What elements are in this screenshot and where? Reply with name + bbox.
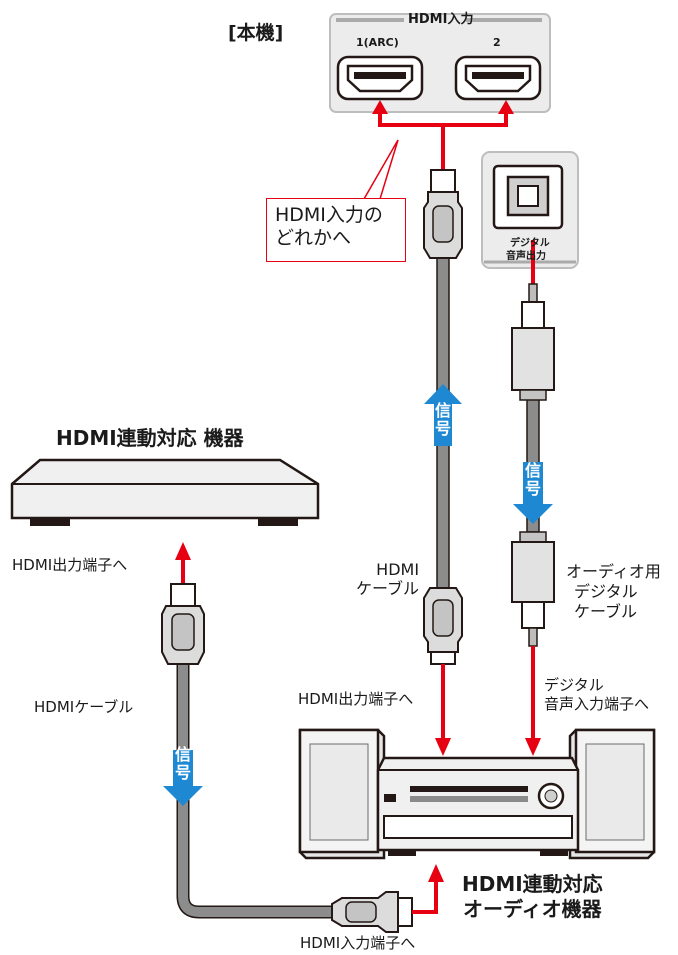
arrow-to-device-output-head (175, 542, 191, 560)
audio-digital-in-line-2: 音声入力端子へ (544, 694, 650, 713)
port-1-label: 1(ARC) (356, 36, 399, 49)
right-speaker (568, 728, 656, 860)
digital-out-label-1: デジタル (510, 238, 550, 249)
signal-label-left: 信 号 (172, 745, 194, 783)
hdmi-device-box (10, 458, 320, 526)
hdmi-cable-left-label: HDMIケーブル (34, 698, 134, 716)
arrow-hdmi-in-path (412, 882, 438, 914)
signal-label-up-2: 号 (434, 419, 451, 439)
callout-line-1: HDMI入力の (275, 204, 383, 226)
callout-hdmi-any: HDMI入力の どれかへ (266, 198, 406, 262)
hdmi-cable-center-line-1: HDMI (376, 560, 420, 579)
arrow-to-port1 (372, 100, 388, 114)
arrow-digital-in-head (525, 738, 541, 756)
port-choice-bracket (378, 114, 508, 170)
optical-cable-line-2: デジタル (574, 582, 638, 601)
signal-label-down: 信 号 (522, 461, 544, 499)
audio-device-title-2: オーディオ機器 (463, 897, 602, 921)
signal-label-down-2: 号 (524, 479, 541, 499)
signal-label-left-1: 信 (174, 745, 191, 764)
left-speaker (298, 728, 386, 860)
audio-receiver (376, 756, 580, 856)
optical-cable-line-3: ケーブル (574, 602, 638, 621)
signal-arrow-down-left (163, 750, 203, 806)
main-unit-label: [本機] (228, 22, 284, 44)
signal-arrow-up (424, 384, 462, 446)
audio-hdmi-output-label: HDMI出力端子へ (298, 690, 414, 708)
hdmi-port-1 (336, 55, 424, 101)
callout-line-2: どれかへ (275, 227, 352, 250)
digital-out-label-2: 音声出力 (506, 251, 546, 262)
hdmi-device-title: HDMI連動対応 機器 (56, 426, 244, 450)
signal-label-left-2: 号 (174, 763, 191, 783)
audio-digital-in-line-1: デジタル (544, 676, 604, 694)
optical-cable (511, 240, 555, 647)
callout-pointer (363, 139, 399, 200)
arrow-hdmi-out-head (435, 738, 451, 756)
signal-arrow-down (513, 462, 553, 524)
port-2-label: 2 (493, 36, 501, 49)
digital-audio-out-panel (481, 151, 579, 269)
hdmi-device-output-label: HDMI出力端子へ (12, 556, 128, 574)
hdmi-input-label: HDMI入力 (408, 12, 474, 27)
signal-label-up: 信 号 (432, 401, 454, 439)
arrow-to-port2 (498, 100, 514, 114)
audio-device-title: HDMI連動対応 オーディオ機器 (462, 872, 603, 922)
hdmi-cable-center-label: HDMI ケーブル (356, 560, 419, 598)
signal-label-up-1: 信 (434, 401, 451, 420)
hdmi-cable-center-line-2: ケーブル (356, 579, 420, 599)
audio-hdmi-input-label: HDMI入力端子へ (300, 934, 416, 952)
audio-device-title-1: HDMI連動対応 (462, 872, 603, 896)
left-hdmi-cable (161, 583, 413, 933)
signal-label-down-1: 信 (524, 461, 541, 480)
optical-cable-line-1: オーディオ用 (566, 562, 661, 581)
arrow-hdmi-in-head (428, 864, 444, 882)
hdmi-port-2 (454, 55, 542, 101)
audio-digital-in-label: デジタル 音声入力端子へ (544, 676, 649, 714)
optical-cable-label: オーディオ用 デジタル ケーブル (566, 562, 661, 622)
